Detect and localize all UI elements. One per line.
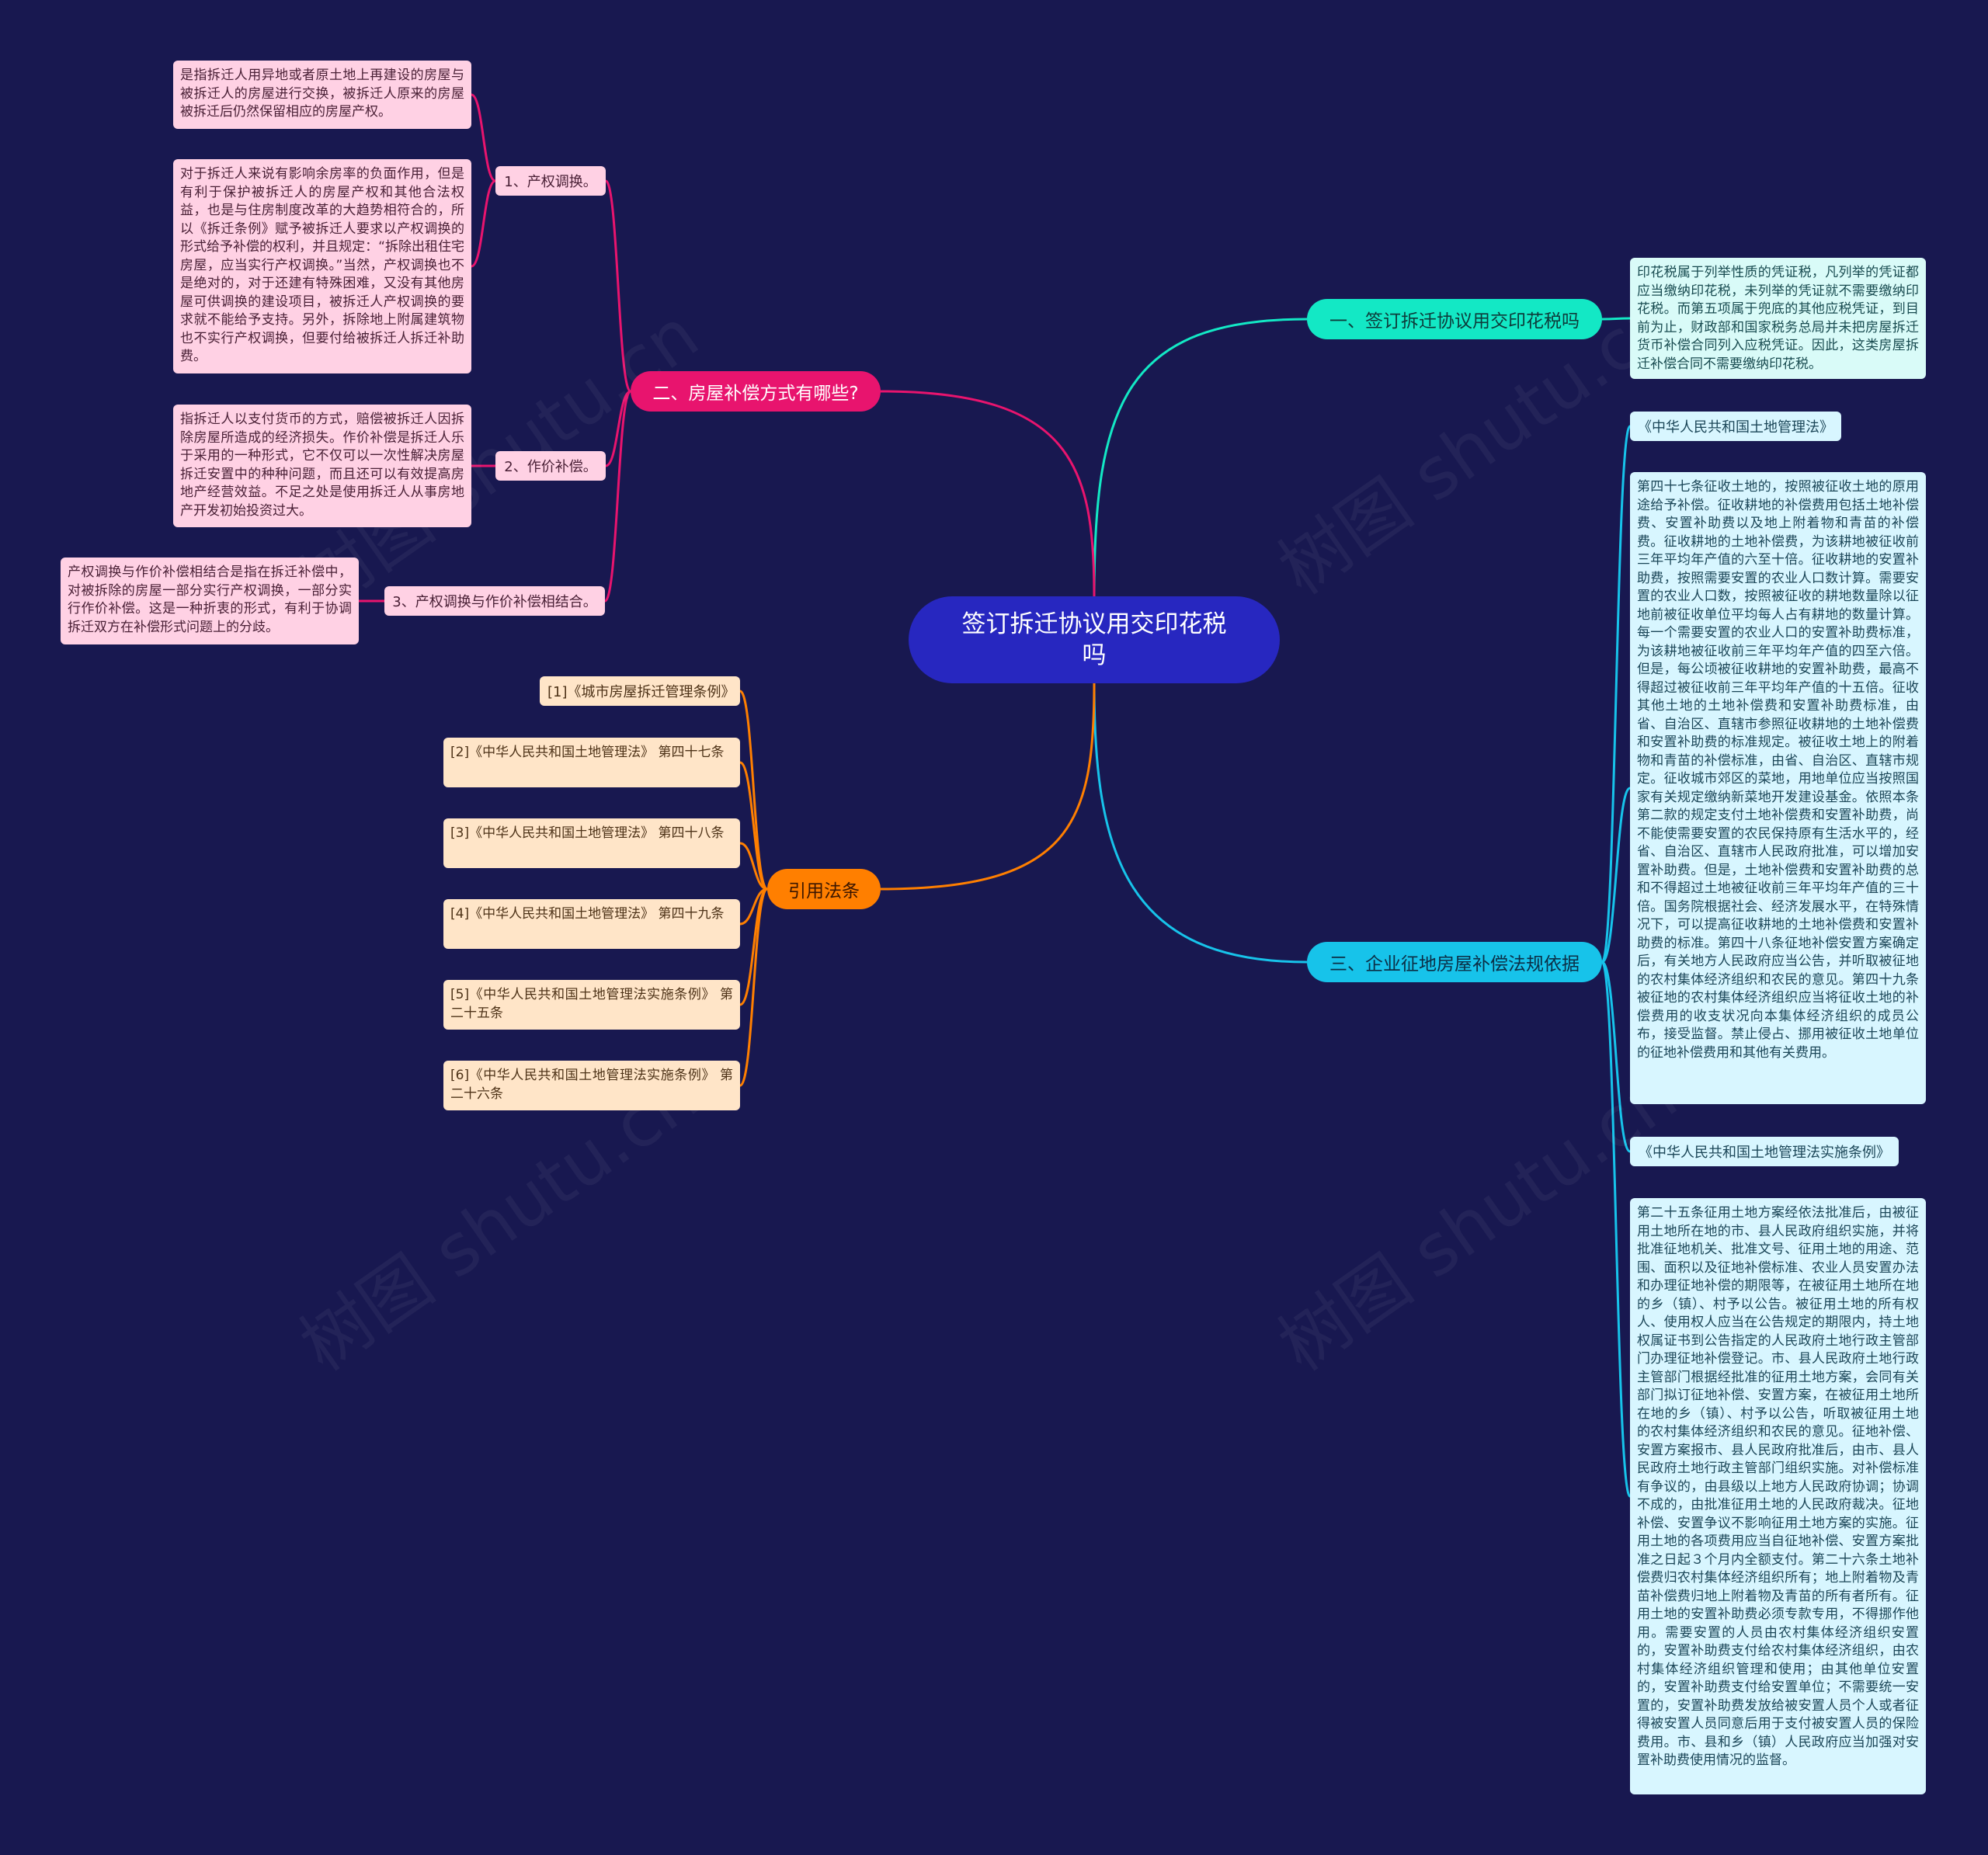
branch-cited-laws[interactable]: 引用法条 — [767, 869, 881, 909]
law1-text: 第四十七条征收土地的，按照被征收土地的原用途给予补偿。征收耕地的补偿费用包括土地… — [1630, 472, 1926, 1104]
link-cited-3 — [739, 842, 768, 891]
law2-title[interactable]: 《中华人民共和国土地管理法实施条例》 — [1630, 1137, 1899, 1166]
property-exchange-text-1: 是指拆迁人用异地或者原土地上再建设的房屋与被拆迁人的房屋进行交换，被拆迁人原来的… — [173, 61, 471, 129]
link-stamp-tax-text — [1601, 317, 1631, 321]
combined-text: 产权调换与作价补偿相结合是指在拆迁补偿中，对被拆除的房屋一部分实行产权调换，一部… — [61, 558, 359, 644]
cited-law-3[interactable]: [3]《中华人民共和国土地管理法》 第四十八条 — [443, 818, 740, 868]
link-item3 — [603, 390, 632, 603]
cited-law-2[interactable]: [2]《中华人民共和国土地管理法》 第四十七条 — [443, 738, 740, 787]
property-exchange-text-2: 对于拆迁人来说有影响余房率的负面作用，但是有利于保护被拆迁人的房屋产权和其他合法… — [173, 159, 471, 373]
link-cited-1 — [739, 690, 769, 891]
link-law1-text — [1601, 787, 1631, 964]
link-item1-text1 — [471, 93, 496, 182]
item-property-exchange[interactable]: 1、产权调换。 — [495, 166, 606, 196]
stamp-tax-text: 印花税属于列举性质的凭证税，凡列举的凭证都应当缴纳印花税，未列举的凭证就不需要缴… — [1630, 258, 1926, 379]
link-cited-6 — [739, 888, 769, 1087]
link-law2-text — [1600, 961, 1632, 1498]
cited-law-1[interactable]: [1]《城市房屋拆迁管理条例》 — [540, 676, 740, 706]
branch-compensation-methods[interactable]: 二、房屋补偿方式有哪些? — [631, 371, 881, 412]
item-cash-compensation[interactable]: 2、作价补偿。 — [495, 451, 606, 481]
link-item1-text2 — [471, 179, 496, 268]
cited-law-4[interactable]: [4]《中华人民共和国土地管理法》 第四十九条 — [443, 899, 740, 949]
link-law1-title — [1600, 425, 1632, 964]
cash-compensation-text: 指拆迁人以支付货币的方式，赔偿被拆迁人因拆除房屋所造成的经济损失。作价补偿是拆迁… — [173, 405, 471, 527]
cited-law-6[interactable]: [6]《中华人民共和国土地管理法实施条例》 第二十六条 — [443, 1061, 740, 1110]
link-law2-title — [1600, 961, 1632, 1153]
item-combined[interactable]: 3、产权调换与作价补偿相结合。 — [384, 586, 605, 616]
link-branch1 — [1093, 318, 1308, 597]
link-item2 — [605, 390, 631, 467]
link-branch4 — [880, 683, 1096, 891]
law1-title[interactable]: 《中华人民共和国土地管理法》 — [1630, 412, 1841, 441]
link-cited-2 — [739, 761, 768, 891]
link-branch3 — [1093, 683, 1308, 964]
branch-legal-basis[interactable]: 三、企业征地房屋补偿法规依据 — [1307, 942, 1602, 982]
cited-law-5[interactable]: [5]《中华人民共和国土地管理法实施条例》 第二十五条 — [443, 980, 740, 1030]
center-topic[interactable]: 签订拆迁协议用交印花税吗 — [909, 596, 1280, 683]
branch-stamp-tax[interactable]: 一、签订拆迁协议用交印花税吗 — [1307, 299, 1602, 339]
link-branch2 — [880, 390, 1096, 597]
law2-text: 第二十五条征用土地方案经依法批准后，由被征用土地所在地的市、县人民政府组织实施，… — [1630, 1198, 1926, 1794]
link-item1 — [604, 179, 632, 393]
